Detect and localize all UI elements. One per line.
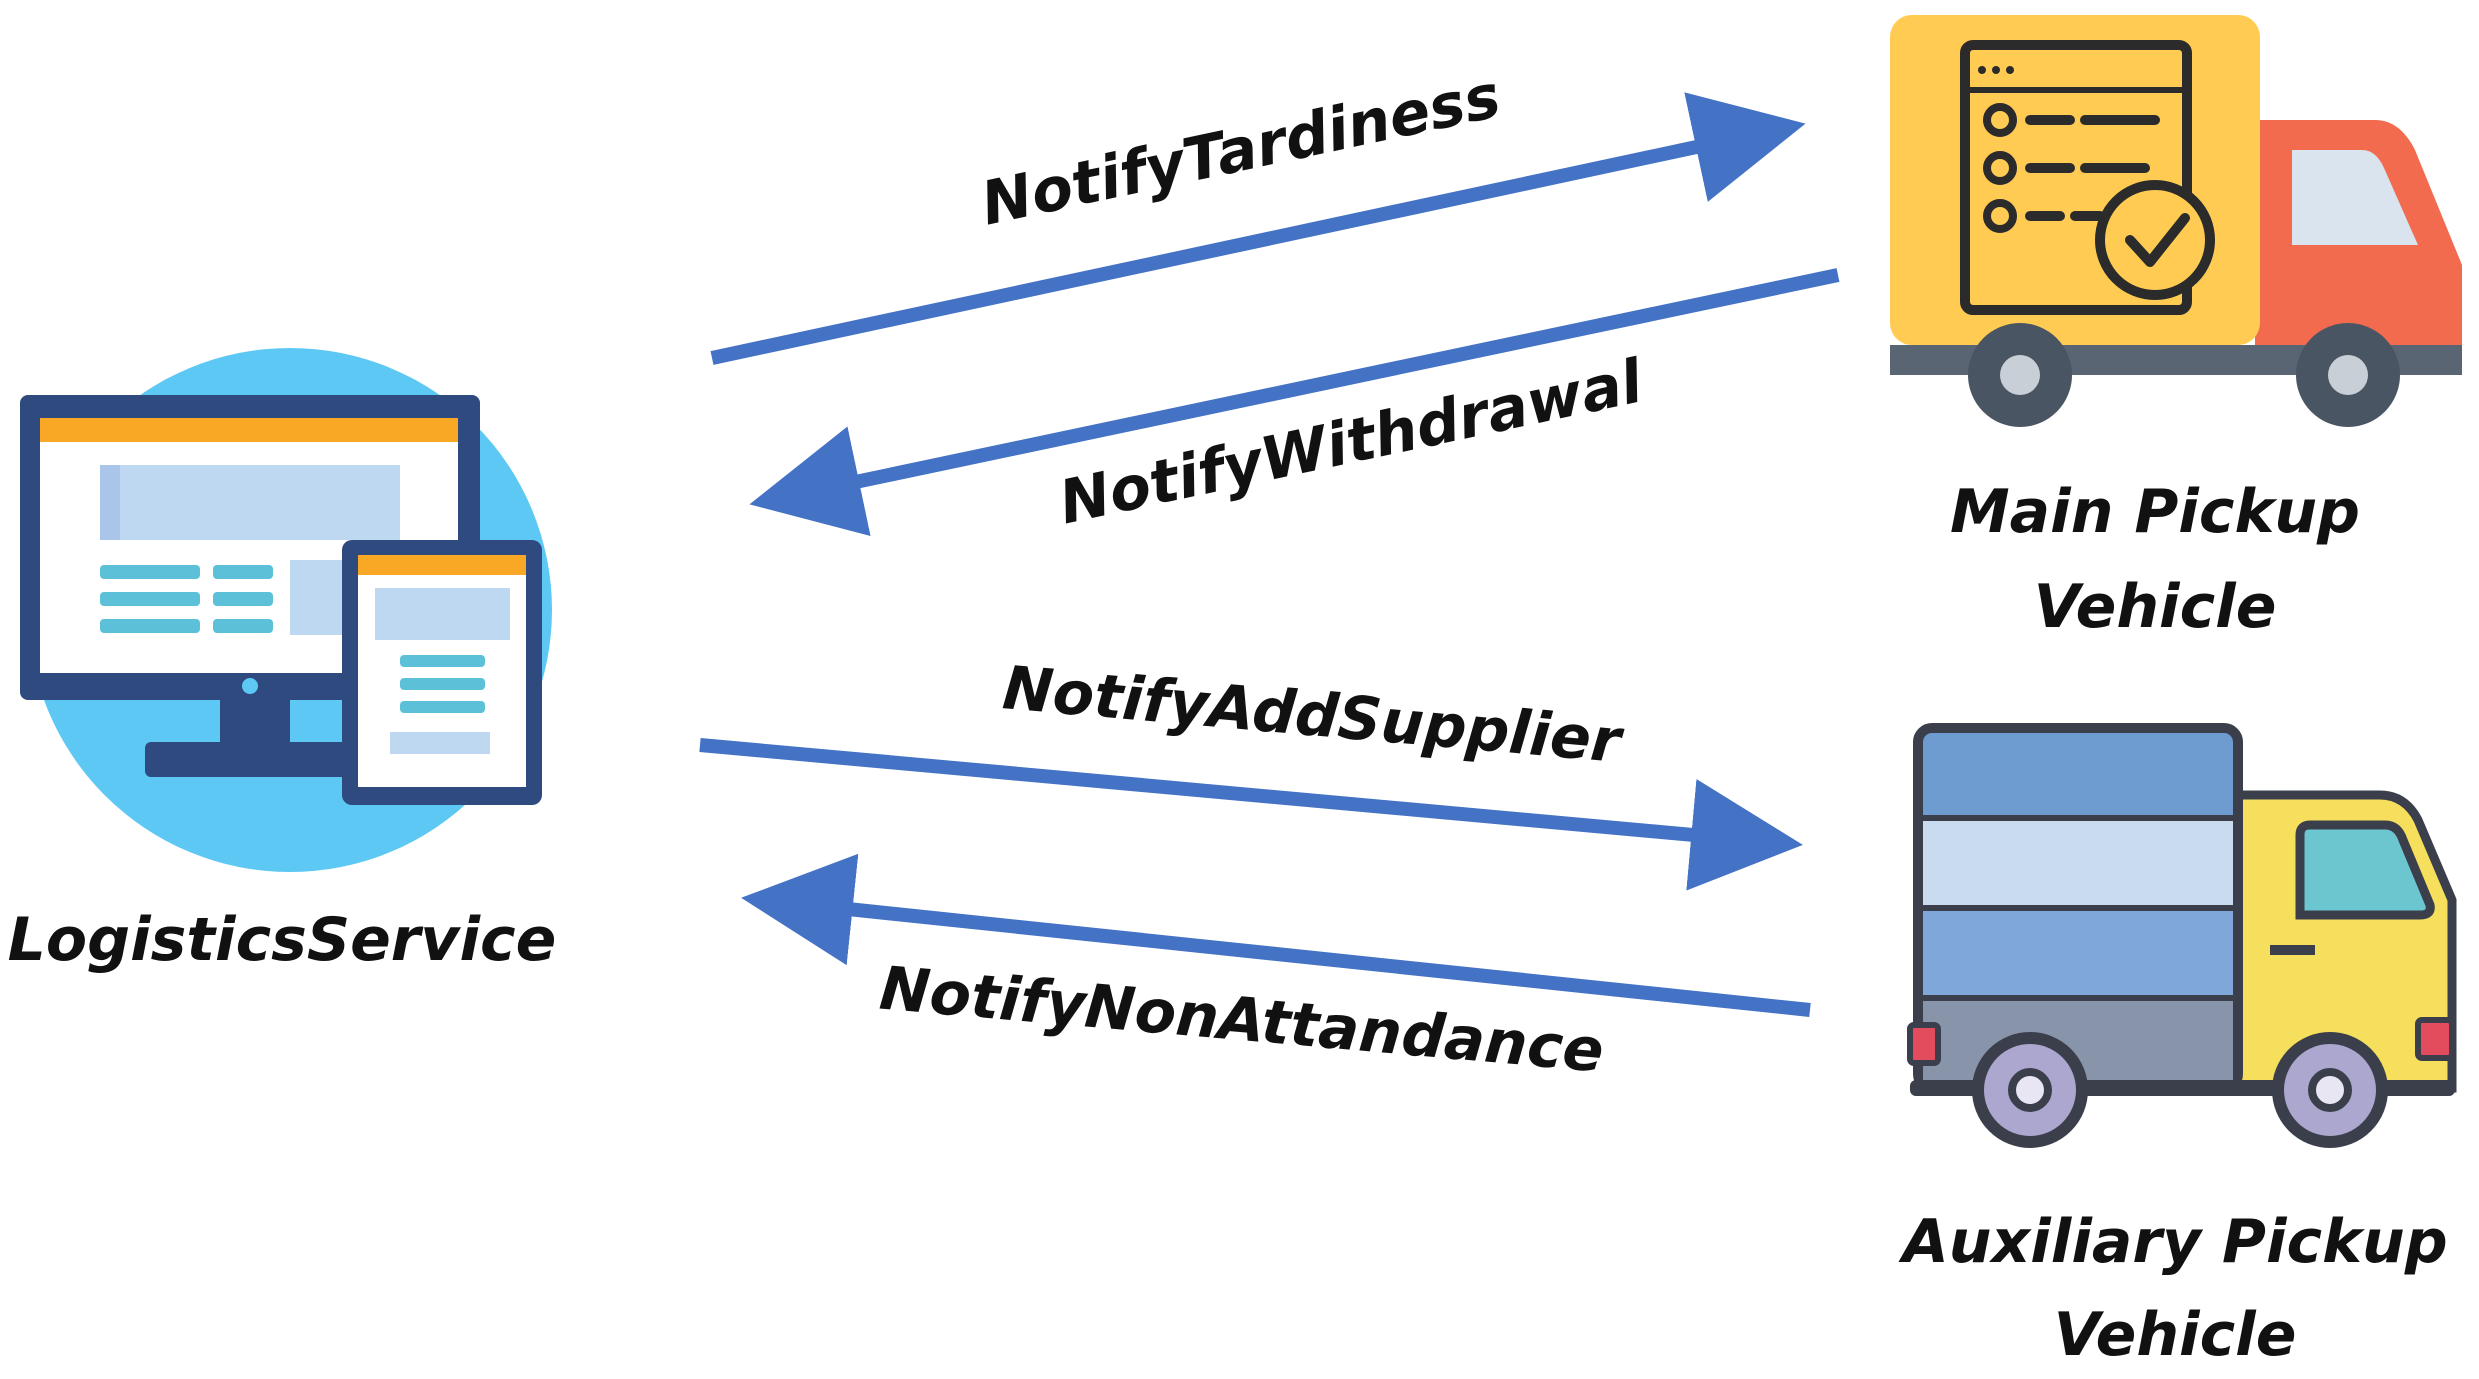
arrow-notify-withdrawal xyxy=(749,268,1840,537)
main-vehicle-label: Main Pickup xyxy=(1950,477,2360,547)
computer-tablet-icon xyxy=(20,348,552,872)
arrow-notify-tardiness xyxy=(710,92,1806,365)
service-label: LogisticsService xyxy=(8,905,557,975)
message-label: NotifyAddSupplier xyxy=(1000,653,1627,777)
aux-vehicle-label: Auxiliary Pickup xyxy=(1898,1207,2447,1277)
arrow-notify-add-supplier xyxy=(699,738,1803,891)
message-label: NotifyTardiness xyxy=(975,61,1506,239)
checklist-truck-icon xyxy=(1890,15,2462,427)
box-truck-icon xyxy=(1907,723,2457,1148)
arrow-notify-non-attandance xyxy=(741,853,1811,1017)
aux-vehicle-label: Vehicle xyxy=(2054,1300,2297,1370)
main-vehicle-label: Vehicle xyxy=(2034,572,2277,642)
